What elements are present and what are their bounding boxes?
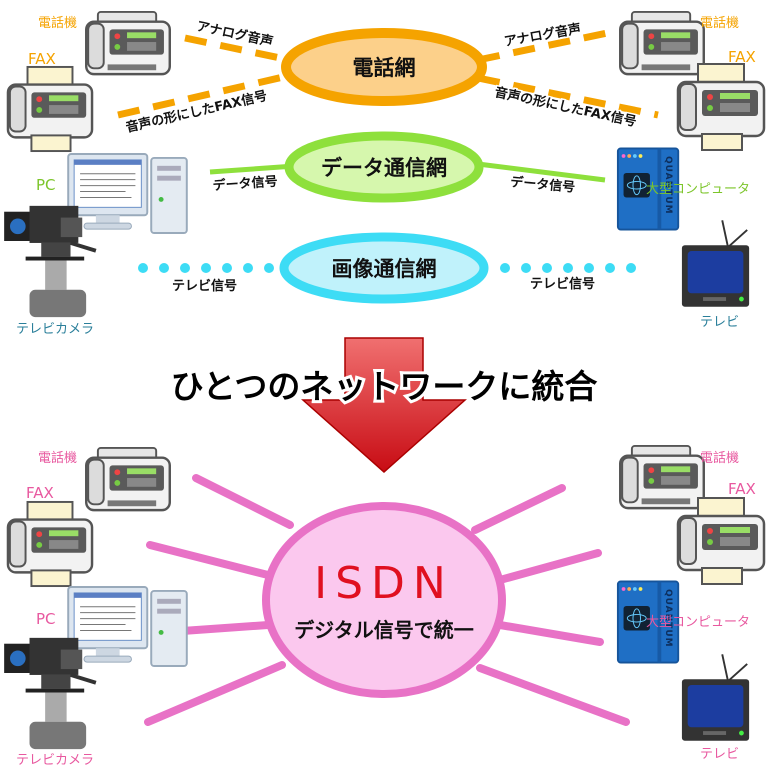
label-tv-camera: テレビカメラ <box>16 322 94 337</box>
image-network-label: 画像通信網 <box>332 257 437 281</box>
integration-caption: ひとつのネットワークに統合 <box>171 367 598 406</box>
label-phone: 電話機 <box>700 15 739 31</box>
television-icon <box>680 219 751 308</box>
signal-dot <box>605 263 615 273</box>
signal-dot <box>222 263 232 273</box>
signal-dot <box>626 263 636 273</box>
fax-icon <box>6 500 94 588</box>
down-arrow <box>301 337 467 474</box>
telephone-icon <box>619 10 705 76</box>
signal-tv-right: テレビ信号 <box>530 276 595 292</box>
pc-icon <box>67 585 188 668</box>
signal-data-left: データ信号 <box>212 173 278 193</box>
label-pc: PC <box>36 176 56 194</box>
label-phone: 電話機 <box>38 15 77 31</box>
signal-tv-left: テレビ信号 <box>172 278 237 294</box>
signal-dot <box>264 263 274 273</box>
label-tv: テレビ <box>700 747 739 762</box>
phone-network <box>281 28 487 106</box>
fax-icon <box>676 62 766 152</box>
label-mainframe: 大型コンピュータ <box>646 182 750 197</box>
label-fax: FAX <box>26 484 54 502</box>
isdn-title: ISDN <box>314 558 454 609</box>
signal-dot <box>542 263 552 273</box>
label-tv: テレビ <box>700 315 739 330</box>
television-icon <box>680 653 751 742</box>
phone-network-links <box>117 28 659 119</box>
label-phone: 電話機 <box>700 450 739 466</box>
label-phone: 電話機 <box>38 450 77 466</box>
telephone-icon <box>619 444 705 510</box>
telephone-icon <box>85 446 171 512</box>
label-fax: FAX <box>728 480 756 498</box>
data-network <box>284 131 484 203</box>
signal-dot <box>584 263 594 273</box>
label-pc: PC <box>36 610 56 628</box>
signal-dot <box>243 263 253 273</box>
computer-brand-text: QUANTUM <box>663 156 673 215</box>
signal-fax-right: 音声の形にしたFAX信号 <box>493 84 638 130</box>
isdn-network <box>262 502 506 698</box>
label-fax: FAX <box>728 48 756 66</box>
phone-network-label: 電話網 <box>353 56 416 80</box>
signal-dot <box>159 263 169 273</box>
signal-dot <box>180 263 190 273</box>
signal-dot <box>563 263 573 273</box>
label-tv-camera: テレビカメラ <box>16 753 94 768</box>
signal-dot <box>201 263 211 273</box>
image-network-links <box>138 263 636 273</box>
isdn-subtitle: デジタル信号で統一 <box>294 618 474 642</box>
computer-brand-text: QUANTUM <box>663 589 673 648</box>
data-network-links <box>209 161 606 183</box>
signal-analog-right: アナログ音声 <box>503 21 582 50</box>
fax-icon <box>6 65 94 153</box>
data-network-label: データ通信網 <box>321 156 447 180</box>
isdn-links <box>144 474 630 726</box>
image-network <box>279 232 489 304</box>
signal-dot <box>521 263 531 273</box>
pc-icon <box>67 152 188 235</box>
fax-icon <box>676 496 766 586</box>
tv-camera-icon <box>4 638 96 749</box>
signal-dot <box>138 263 148 273</box>
label-fax: FAX <box>28 50 56 68</box>
label-mainframe: 大型コンピュータ <box>646 615 750 630</box>
telephone-icon <box>85 10 171 76</box>
tv-camera-icon <box>4 206 96 317</box>
signal-dot <box>500 263 510 273</box>
